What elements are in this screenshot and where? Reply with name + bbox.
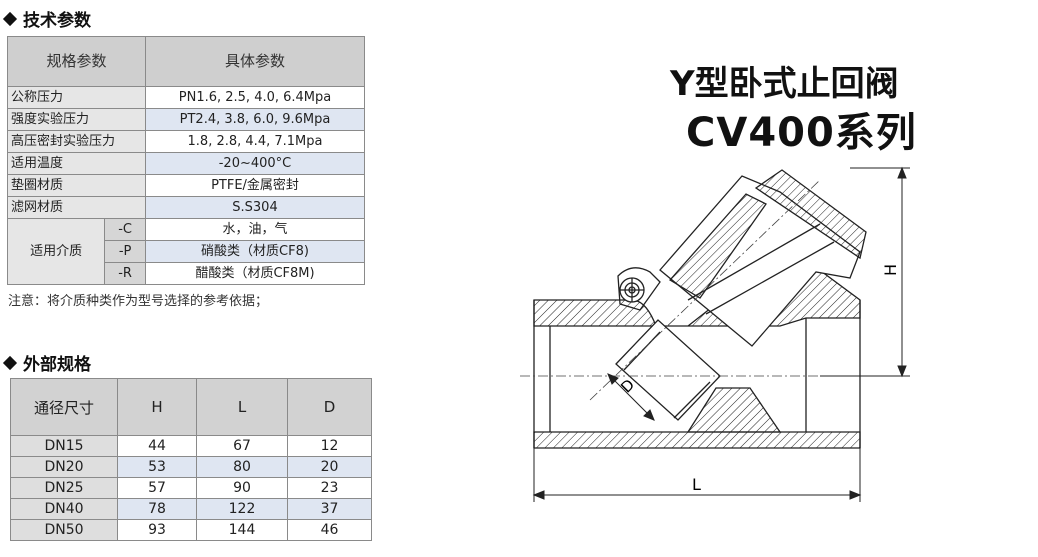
table-row: -P 硝酸类（材质CF8) [8,240,365,263]
row-label: 高压密封实验压力 [7,130,146,153]
cell-l: 144 [196,519,288,541]
media-code: -C [104,218,146,241]
cell-d: 46 [287,519,372,541]
row-value: S.S304 [145,196,365,219]
row-label: 公称压力 [7,86,146,109]
row-value: -20~400°C [145,152,365,175]
row-value: 1.8, 2.8, 4.4, 7.1Mpa [145,130,365,153]
tech-params-table: 规格参数 具体参数 公称压力 PN1.6, 2.5, 4.0, 6.4Mpa 强… [6,36,365,285]
cell-h: 53 [117,456,197,478]
table-header-row: 通径尺寸 H L D [10,378,372,436]
header-l: L [196,378,288,436]
media-code: -R [104,262,146,285]
cell-l: 90 [196,477,288,499]
cell-d: 37 [287,498,372,520]
table-row: 适用介质 -C 水，油，气 [6,218,365,285]
label-l: L [692,475,701,494]
diamond-bullet-icon [2,355,18,371]
header-bore: 通径尺寸 [10,378,118,436]
product-series: CV400系列 [686,110,917,156]
cell-bore: DN25 [10,477,118,499]
media-label: 适用介质 [6,218,106,285]
cell-d: 23 [287,477,372,499]
media-code: -P [104,240,146,263]
table-row: 公称压力 PN1.6, 2.5, 4.0, 6.4Mpa [7,86,365,109]
media-value: 硝酸类（材质CF8) [145,240,365,263]
table-row: 滤网材质 S.S304 [7,196,365,219]
cell-bore: DN50 [10,519,118,541]
tech-params-heading: 技术参数 [2,6,91,31]
cell-d: 20 [287,456,372,478]
row-value: PTFE/金属密封 [145,174,365,197]
diamond-bullet-icon [2,11,18,27]
table-header-row: 规格参数 具体参数 [7,36,365,87]
table-row: DN50 93 144 46 [10,519,372,541]
table-row: DN15 44 67 12 [10,435,372,457]
valve-drawing: H L D [520,166,910,502]
row-label: 滤网材质 [7,196,146,219]
row-value: PT2.4, 3.8, 6.0, 9.6Mpa [145,108,365,131]
cell-h: 44 [117,435,197,457]
dimension-h [820,166,910,378]
row-label: 垫圈材质 [7,174,146,197]
cell-h: 57 [117,477,197,499]
table-row: 强度实验压力 PT2.4, 3.8, 6.0, 9.6Mpa [7,108,365,131]
row-label: 强度实验压力 [7,108,146,131]
header-d: D [287,378,372,436]
cell-h: 78 [117,498,197,520]
table-row: -R 醋酸类（材质CF8M) [8,262,365,285]
cell-l: 80 [196,456,288,478]
table-row: 垫圈材质 PTFE/金属密封 [7,174,365,197]
label-h: H [881,264,900,276]
table-row: DN25 57 90 23 [10,477,372,499]
product-title: Y型卧式止回阀 [670,64,899,104]
cell-bore: DN15 [10,435,118,457]
header-detail: 具体参数 [145,36,365,87]
centerlines [520,179,880,401]
outer-dims-table: 通径尺寸 H L D DN15 44 67 12 DN20 53 80 20 D… [10,378,372,541]
cell-bore: DN40 [10,498,118,520]
dimension-d [607,373,655,421]
table-row: DN20 53 80 20 [10,456,372,478]
header-h: H [117,378,197,436]
cell-l: 122 [196,498,288,520]
selection-note: 注意：将介质种类作为型号选择的参考依据； [8,294,269,309]
cell-h: 93 [117,519,197,541]
table-row: 适用温度 -20~400°C [7,152,365,175]
media-value: 水，油，气 [145,218,365,241]
row-label: 适用温度 [7,152,146,175]
valve-body [533,169,867,449]
cell-l: 67 [196,435,288,457]
cell-bore: DN20 [10,456,118,478]
header-spec: 规格参数 [7,36,146,87]
dimension-l [532,448,862,502]
media-value: 醋酸类（材质CF8M) [145,262,365,285]
table-row: 高压密封实验压力 1.8, 2.8, 4.4, 7.1Mpa [7,130,365,153]
row-value: PN1.6, 2.5, 4.0, 6.4Mpa [145,86,365,109]
outer-dims-heading: 外部规格 [2,350,91,375]
cell-d: 12 [287,435,372,457]
table-row: DN40 78 122 37 [10,498,372,520]
